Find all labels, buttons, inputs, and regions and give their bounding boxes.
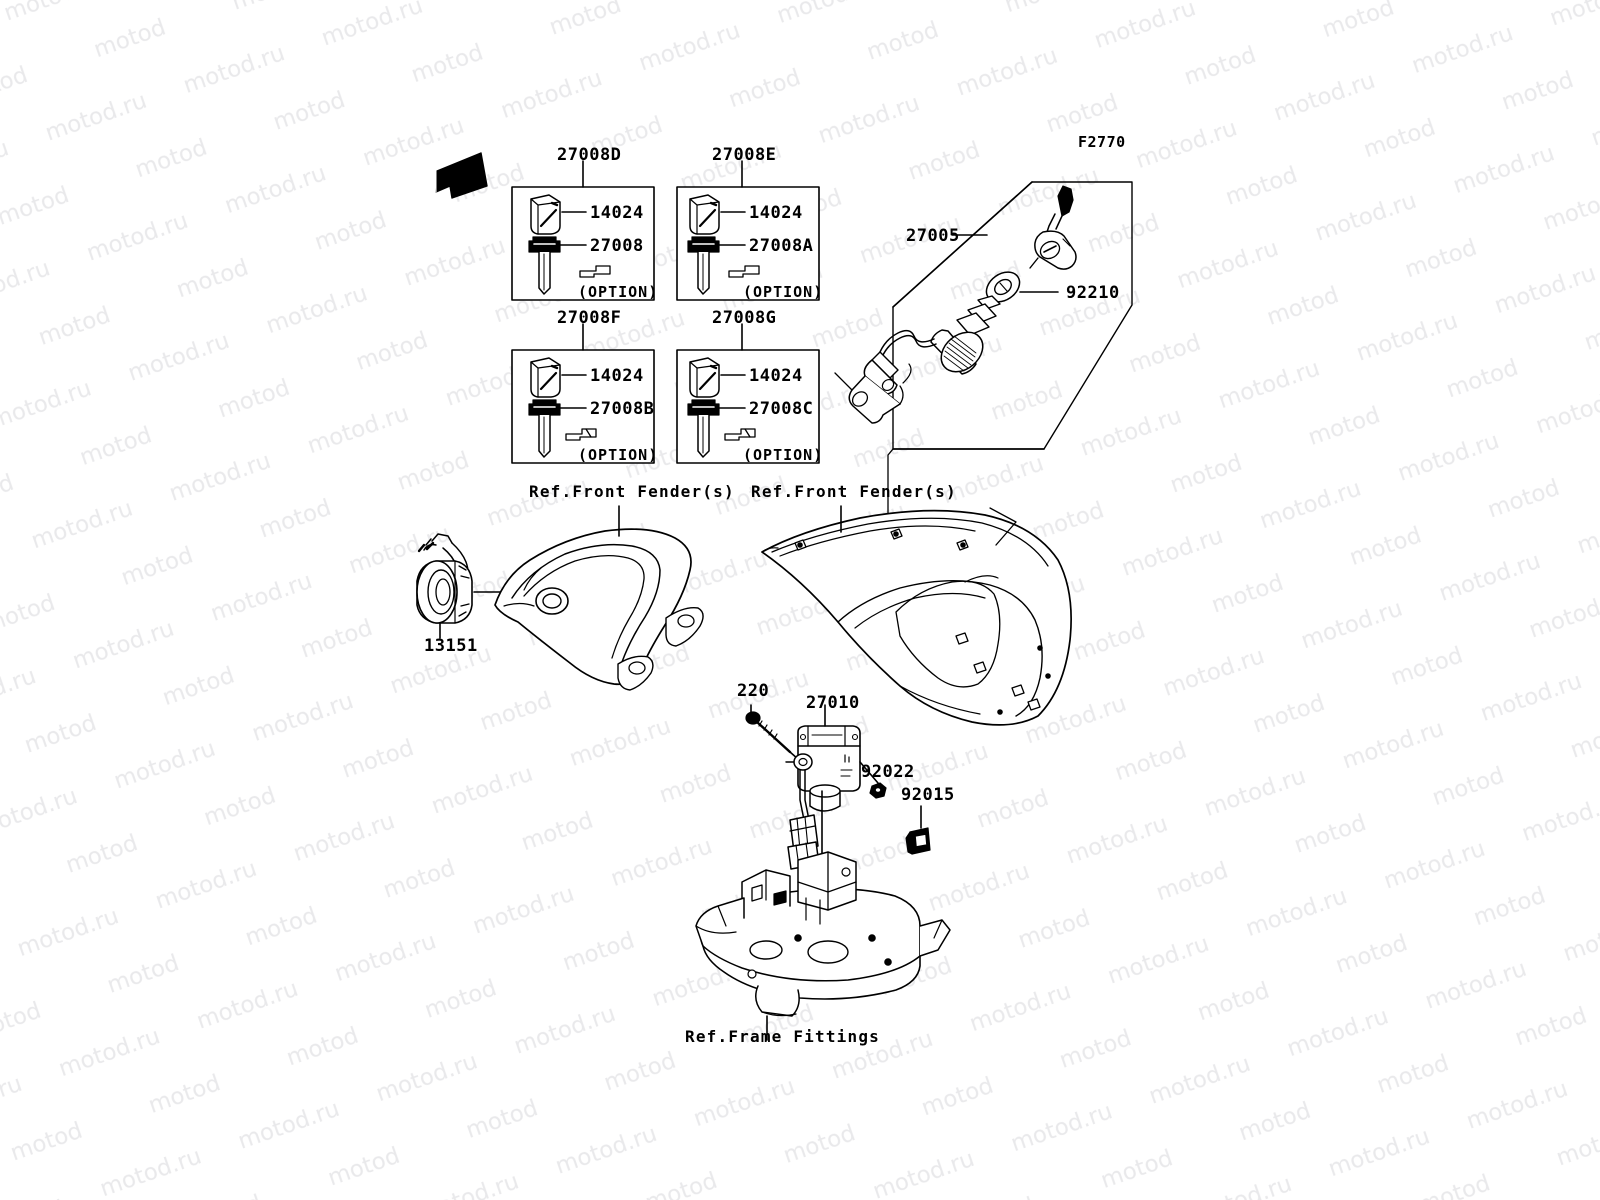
label-14024-box2: 14024 xyxy=(749,203,803,223)
key-cap-1 xyxy=(530,194,561,235)
key-cap-3 xyxy=(530,357,561,398)
label-ref-front-fender-right: Ref.Front Fender(s) xyxy=(751,482,957,501)
label-14024-box4: 14024 xyxy=(749,366,803,386)
label-27008D: 27008D xyxy=(557,145,622,165)
label-27008E: 27008E xyxy=(712,145,777,165)
key-box-2 xyxy=(676,160,820,301)
ignition-switch-body xyxy=(834,295,1001,424)
label-option-box3: (OPTION) xyxy=(578,446,659,464)
label-27008F: 27008F xyxy=(557,308,622,328)
label-ref-front-fender-left: Ref.Front Fender(s) xyxy=(529,482,735,501)
label-option-box1: (OPTION) xyxy=(578,283,659,301)
label-92022: 92022 xyxy=(861,762,915,782)
label-27010: 27010 xyxy=(806,693,860,713)
label-92015: 92015 xyxy=(901,785,955,805)
label-option-box4: (OPTION) xyxy=(743,446,824,464)
label-27008C-box4: 27008C xyxy=(749,399,814,419)
key-cap-2 xyxy=(689,194,720,235)
label-14024-box3: 14024 xyxy=(590,366,644,386)
clamp-92015 xyxy=(905,805,931,855)
front-fender-left xyxy=(494,505,704,691)
label-13151: 13151 xyxy=(424,636,478,656)
key-box-1 xyxy=(511,160,655,301)
label-14024-box1: 14024 xyxy=(590,203,644,223)
label-figure-code: F2770 xyxy=(1078,133,1126,151)
label-option-box2: (OPTION) xyxy=(743,283,824,301)
key-box-3 xyxy=(511,323,655,464)
label-ref-frame-fittings: Ref.Frame Fittings xyxy=(685,1027,880,1046)
label-27008G: 27008G xyxy=(712,308,777,328)
frame-fittings-bracket xyxy=(695,851,951,1041)
label-27005: 27005 xyxy=(906,226,960,246)
label-27008-box1: 27008 xyxy=(590,236,644,256)
label-27008A-box2: 27008A xyxy=(749,236,814,256)
front-arrow-icon xyxy=(435,152,488,199)
key-cap-4 xyxy=(689,357,720,398)
key-box-4 xyxy=(676,323,820,464)
label-92210: 92210 xyxy=(1066,283,1120,303)
ignition-lock-cylinder xyxy=(1029,185,1077,270)
label-220: 220 xyxy=(737,681,770,701)
label-27008B-box3: 27008B xyxy=(590,399,655,419)
